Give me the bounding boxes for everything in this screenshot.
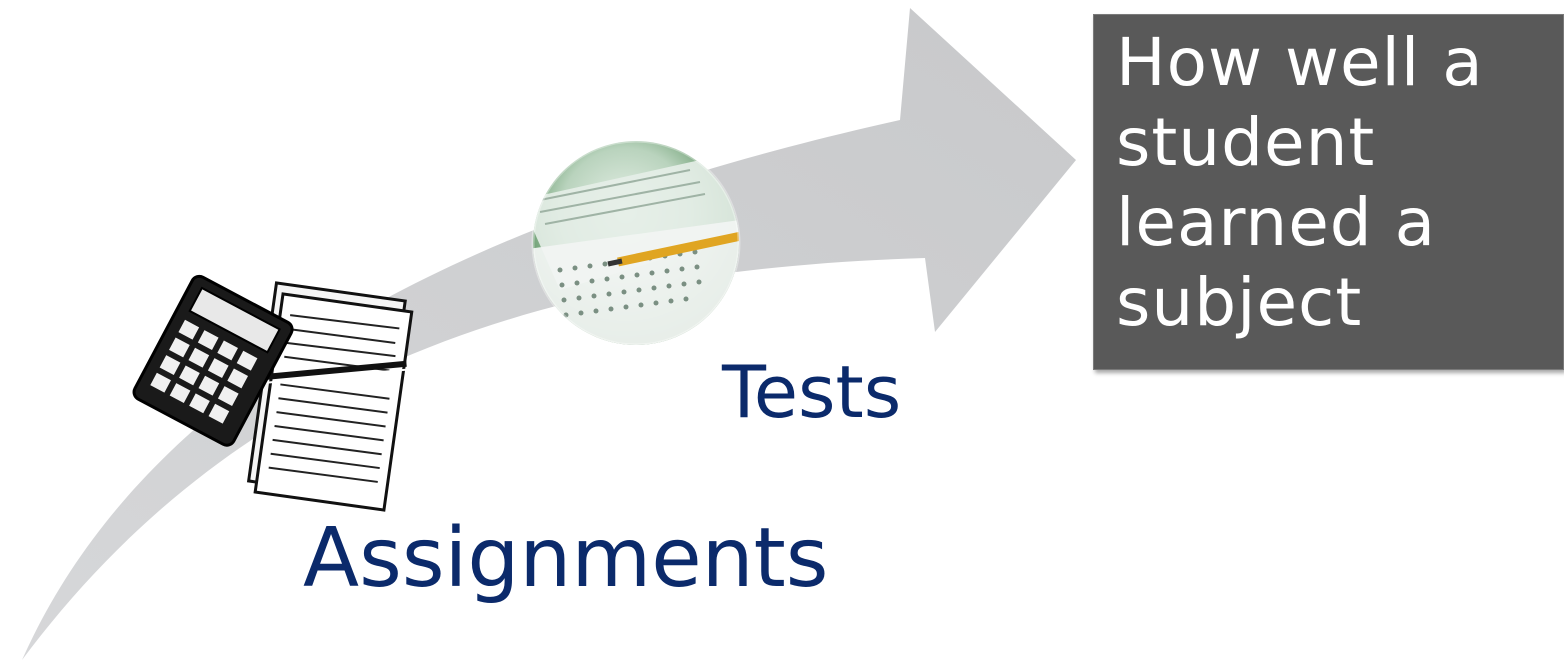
- outcome-box: How well a student learned a subject: [1093, 14, 1564, 370]
- step-label-tests: Tests: [722, 350, 902, 434]
- curved-arrow: [22, 8, 1076, 660]
- test-answer-sheet-icon: [531, 139, 741, 347]
- homework-calculator-icon: [132, 274, 414, 512]
- step-label-assignments: Assignments: [303, 511, 829, 606]
- outcome-text: How well a student learned a subject: [1116, 24, 1484, 341]
